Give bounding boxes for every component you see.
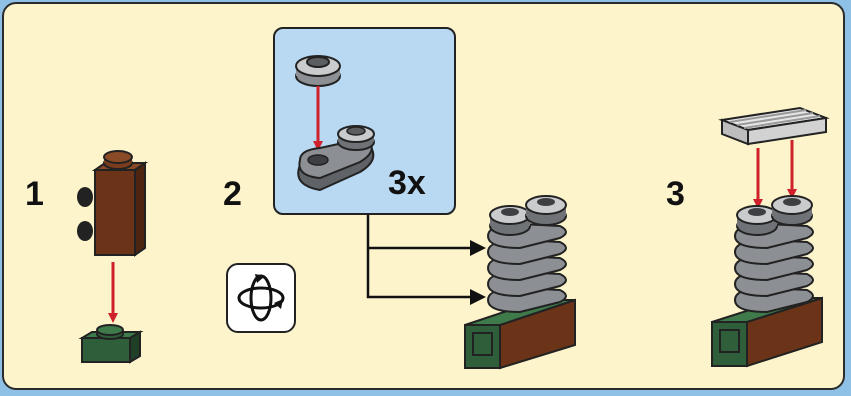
rotate-model-icon xyxy=(237,274,285,322)
step-3-number: 3 xyxy=(666,175,685,213)
callout-multiplier: 3x xyxy=(388,164,426,202)
callout-connector xyxy=(366,215,486,305)
step-1-brown-brick xyxy=(77,150,149,257)
step-3-grille-tile xyxy=(718,106,830,146)
callout-gray-plate xyxy=(297,125,375,192)
step-2-number: 2 xyxy=(223,175,242,213)
step-1-number: 1 xyxy=(25,175,44,213)
step-3-arrows xyxy=(753,140,797,209)
callout-round-plate xyxy=(295,55,341,87)
step-3-model xyxy=(711,195,823,368)
step-1-green-plate xyxy=(78,324,144,364)
rotate-model-button[interactable] xyxy=(226,263,296,333)
step-2-model xyxy=(464,195,576,370)
